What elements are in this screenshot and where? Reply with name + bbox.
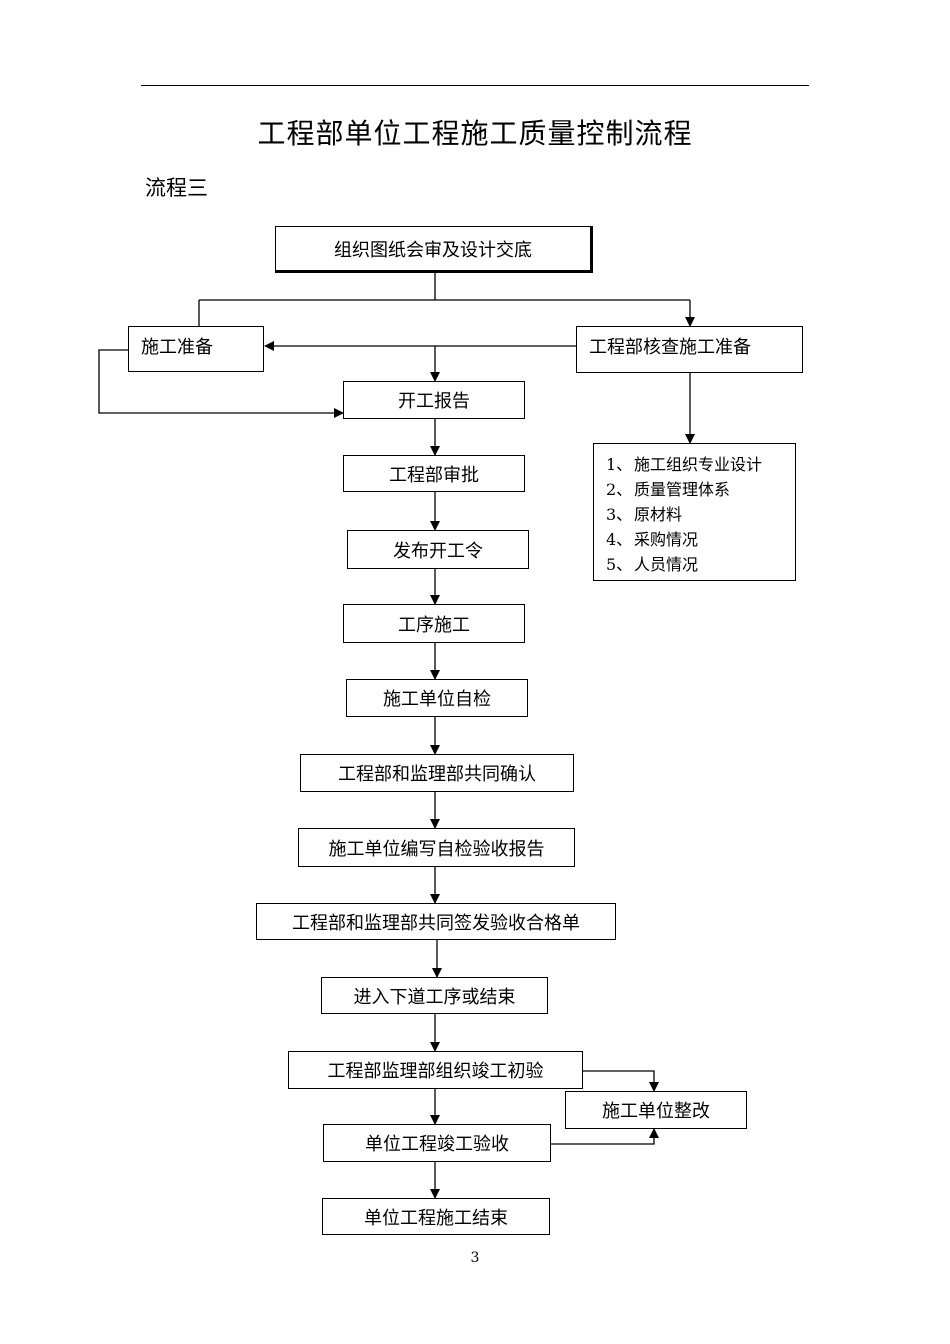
node-dept-approval: 工程部审批 bbox=[343, 455, 525, 492]
list-item: 1、施工组织专业设计 bbox=[606, 455, 763, 474]
list-item: 4、采购情况 bbox=[606, 530, 699, 549]
node-label: 工程部和监理部共同签发验收合格单 bbox=[292, 912, 580, 934]
node-label: 开工报告 bbox=[398, 391, 470, 412]
node-drawing-review: 组织图纸会审及设计交底 bbox=[275, 226, 593, 273]
node-issue-start-order: 发布开工令 bbox=[347, 530, 529, 569]
node-label: 进入下道工序或结束 bbox=[353, 986, 516, 1008]
node-sign-certificate: 工程部和监理部共同签发验收合格单 bbox=[256, 903, 616, 940]
page-title: 工程部单位工程施工质量控制流程 bbox=[257, 117, 693, 150]
node-construction-prep: 施工准备 bbox=[128, 326, 264, 372]
node-write-report: 施工单位编写自检验收报告 bbox=[298, 828, 575, 867]
node-rectification: 施工单位整改 bbox=[565, 1091, 747, 1129]
node-joint-confirm: 工程部和监理部共同确认 bbox=[300, 754, 574, 792]
node-label: 施工单位编写自检验收报告 bbox=[328, 838, 545, 860]
page-number: 3 bbox=[470, 1250, 480, 1266]
flow-subtitle: 流程三 bbox=[145, 176, 208, 200]
list-item: 3、原材料 bbox=[606, 505, 683, 524]
node-start-report: 开工报告 bbox=[343, 381, 525, 419]
node-label: 发布开工令 bbox=[393, 540, 483, 562]
node-label: 工程部核查施工准备 bbox=[589, 337, 751, 358]
node-label: 施工准备 bbox=[141, 337, 213, 358]
node-dept-check-prep: 工程部核查施工准备 bbox=[576, 326, 803, 373]
node-process-construction: 工序施工 bbox=[343, 604, 525, 643]
header-rule bbox=[141, 85, 809, 86]
node-next-process: 进入下道工序或结束 bbox=[321, 977, 548, 1014]
node-label: 工程部和监理部共同确认 bbox=[338, 764, 536, 785]
node-label: 工序施工 bbox=[398, 614, 470, 636]
node-final-acceptance: 单位工程竣工验收 bbox=[323, 1124, 551, 1162]
node-label: 施工单位自检 bbox=[383, 689, 491, 710]
node-label: 单位工程施工结束 bbox=[364, 1207, 508, 1229]
list-item: 5、人员情况 bbox=[606, 555, 699, 574]
list-item: 2、质量管理体系 bbox=[606, 480, 731, 499]
node-label: 组织图纸会审及设计交底 bbox=[334, 239, 532, 261]
check-items-list: 1、施工组织专业设计 2、质量管理体系 3、原材料 4、采购情况 5、人员情况 bbox=[593, 443, 796, 581]
node-unit-self-check: 施工单位自检 bbox=[346, 679, 528, 717]
node-preliminary-acceptance: 工程部监理部组织竣工初验 bbox=[288, 1051, 583, 1089]
node-end: 单位工程施工结束 bbox=[322, 1198, 550, 1235]
node-label: 工程部审批 bbox=[389, 464, 479, 486]
node-label: 单位工程竣工验收 bbox=[365, 1134, 509, 1155]
node-label: 施工单位整改 bbox=[602, 1101, 710, 1122]
node-label: 工程部监理部组织竣工初验 bbox=[327, 1061, 544, 1082]
